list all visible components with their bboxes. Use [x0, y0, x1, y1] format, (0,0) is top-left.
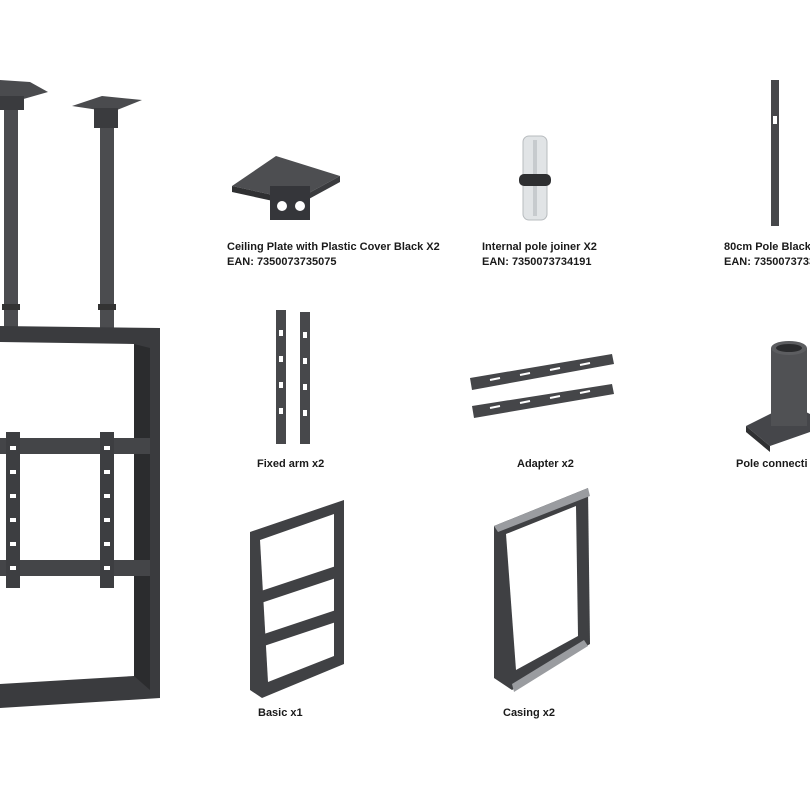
part-name: 80cm Pole Black: [724, 241, 810, 253]
part-name: Basic x1: [258, 707, 303, 719]
casing-frame-icon: [494, 488, 590, 692]
part-name: Pole connecti: [736, 458, 808, 470]
caption-fixed-arm: Fixed arm x2: [257, 457, 324, 472]
part-name: Ceiling Plate with Plastic Cover Black X…: [227, 241, 440, 253]
caption-adapter: Adapter x2: [517, 457, 574, 472]
part-name: Fixed arm x2: [257, 458, 325, 470]
part-name: Casing x2: [503, 707, 555, 719]
assembled-mount-icon: [0, 80, 160, 708]
part-ean: EAN: 7350073734191: [482, 256, 592, 268]
part-name: Internal pole joiner X2: [482, 241, 597, 253]
pole-icon: [771, 80, 779, 226]
caption-pole-connector: Pole connecti: [736, 457, 808, 472]
caption-pole-joiner: Internal pole joiner X2 EAN: 73500737341…: [482, 240, 597, 270]
caption-basic: Basic x1: [258, 706, 303, 721]
part-ean: EAN: 7350073733: [724, 256, 810, 268]
caption-ceiling-plate: Ceiling Plate with Plastic Cover Black X…: [227, 240, 440, 270]
part-ean: EAN: 7350073735075: [227, 256, 337, 268]
caption-pole-80cm: 80cm Pole Black EAN: 7350073733: [724, 240, 810, 270]
pole-connector-icon: [746, 341, 810, 452]
fixed-arm-icon: [276, 310, 310, 444]
basic-frame-icon: [250, 500, 344, 698]
part-name: Adapter x2: [517, 458, 574, 470]
ceiling-plate-icon: [232, 156, 340, 220]
caption-casing: Casing x2: [503, 706, 555, 721]
pole-joiner-icon: [519, 135, 551, 221]
adapter-icon: [470, 354, 614, 418]
